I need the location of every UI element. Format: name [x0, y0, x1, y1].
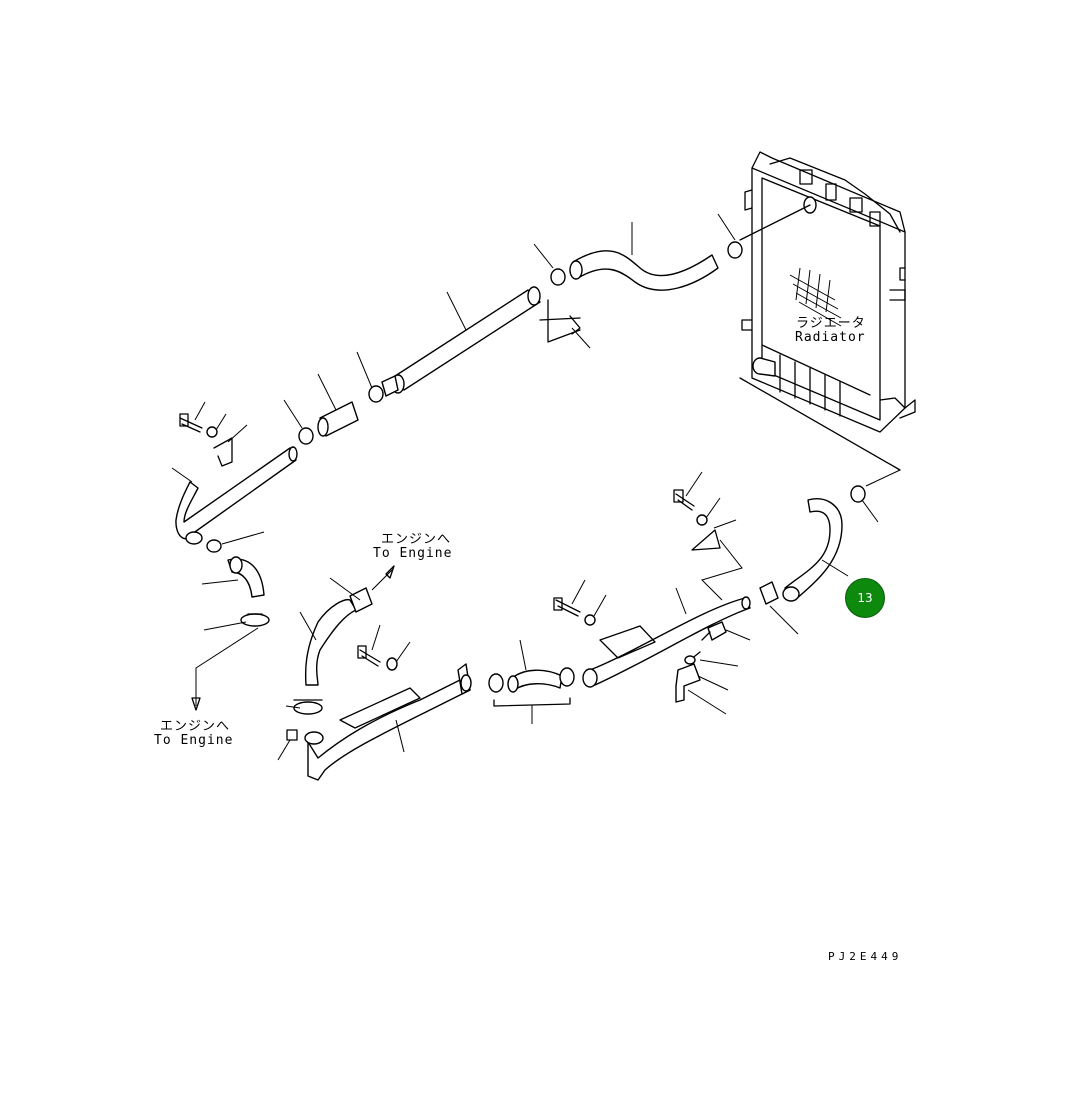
radiator	[739, 151, 916, 471]
radiator-grid-icon	[789, 267, 842, 327]
lower-hose-assembly	[286, 485, 866, 781]
to-engine-upper-jp: エンジンへ	[381, 532, 452, 547]
radiator-label-en: Radiator	[795, 330, 866, 345]
drawing-code: PJ2E449	[828, 950, 903, 963]
to-engine-upper-en: To Engine	[373, 546, 453, 561]
leader-lines	[171, 213, 901, 761]
part-callout-13[interactable]: 13	[845, 578, 885, 618]
upper-hose-assembly	[175, 241, 743, 627]
to-engine-lower-jp: エンジンへ	[160, 719, 231, 734]
to-engine-lower-en: To Engine	[154, 733, 234, 748]
bolt-and-bracket-upper	[179, 299, 581, 467]
radiator-label-jp: ラジエータ	[796, 316, 866, 331]
